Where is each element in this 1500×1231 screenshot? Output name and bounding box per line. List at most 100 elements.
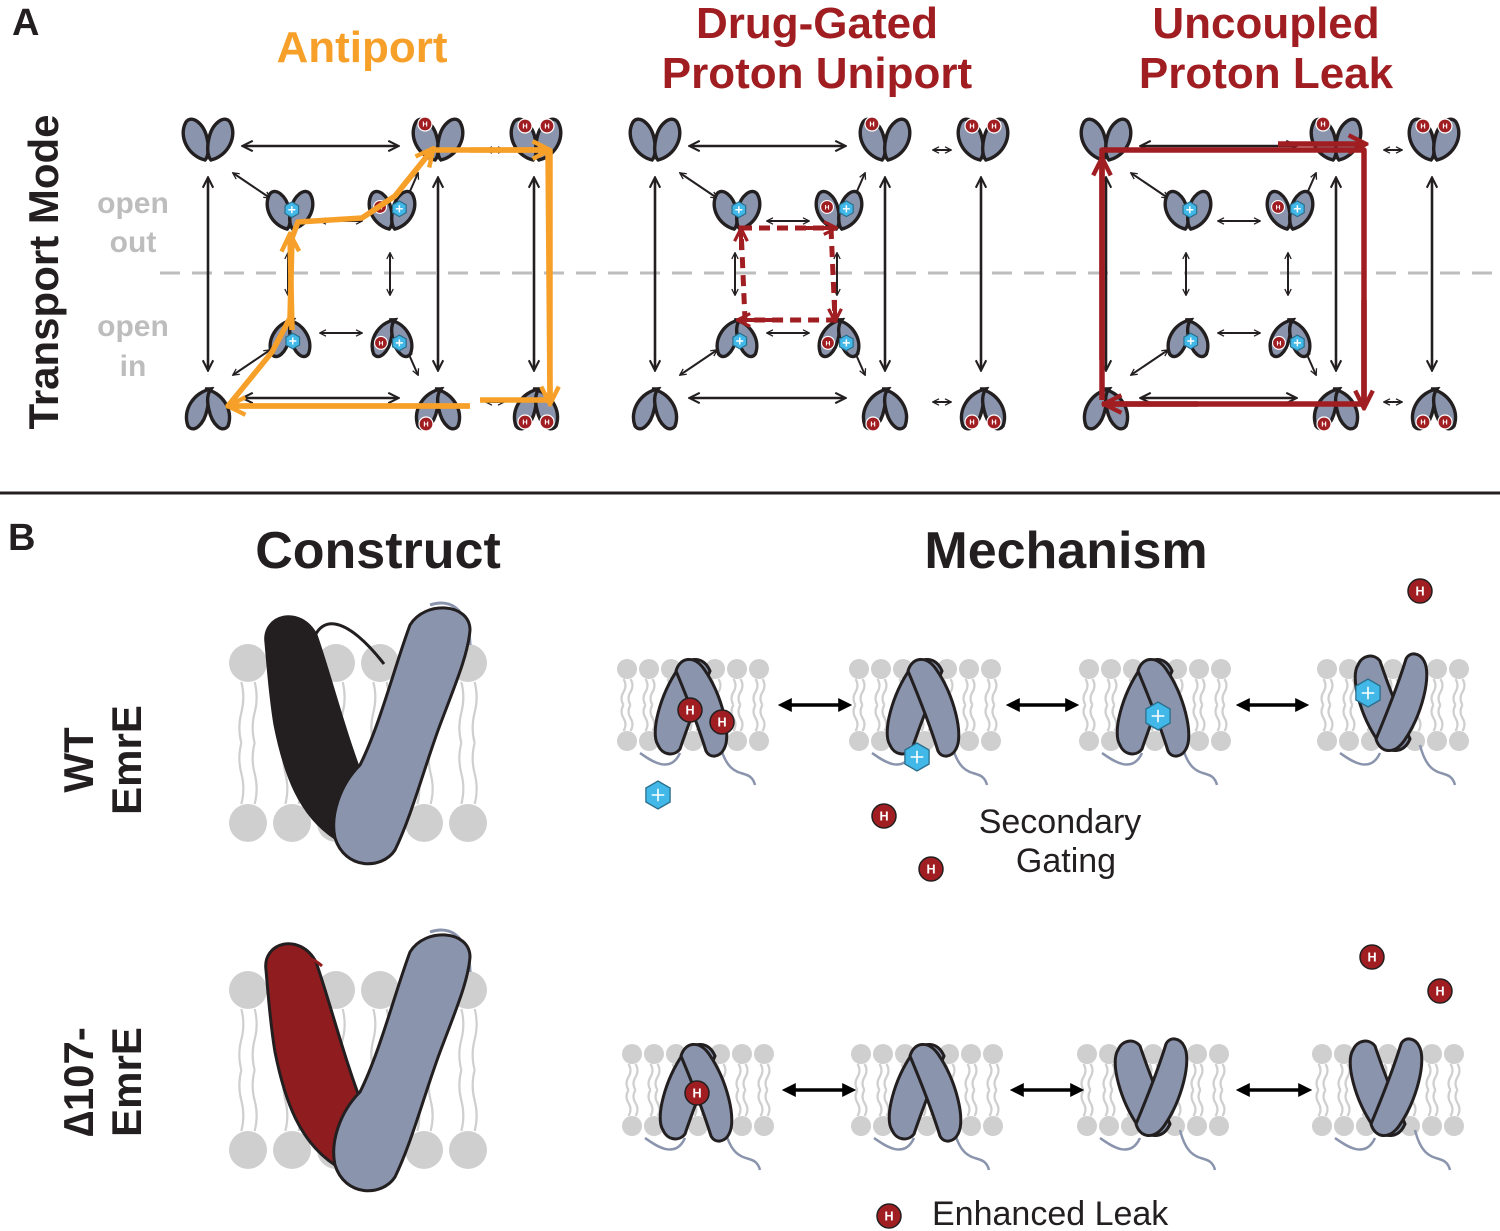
- lipid-tail: [1219, 1063, 1226, 1091]
- state-empty-open-out: [628, 117, 682, 162]
- state-h-drug-open-out: H: [1265, 189, 1315, 231]
- lipid-head-bottom: [1189, 731, 1209, 751]
- proton-icon: H: [517, 118, 533, 134]
- lipid-head-bottom: [273, 804, 311, 842]
- wt-drug-free: [645, 780, 671, 810]
- lipid-tail: [1320, 704, 1327, 732]
- wt-drug-bound-3: [1355, 678, 1381, 708]
- lipid-tail: [1430, 678, 1437, 706]
- lipid-tail: [632, 1089, 639, 1117]
- d107-proton-released-1: H: [1359, 944, 1385, 970]
- lipid-tail: [1190, 1063, 1197, 1091]
- proton-icon: H: [964, 414, 980, 430]
- state-1h-open-in: H: [414, 386, 462, 432]
- lipid-head-bottom: [959, 731, 979, 751]
- lipid-tail: [1111, 678, 1118, 706]
- proton-glyph: H: [1442, 418, 1447, 427]
- lipid-tail: [984, 678, 991, 706]
- lipid-tail: [1425, 1063, 1432, 1091]
- lipid-tail: [642, 678, 649, 706]
- lipid-head-bottom: [1317, 731, 1337, 751]
- proton-glyph: H: [1415, 585, 1424, 599]
- lipid-head-bottom: [449, 1131, 487, 1169]
- mechanism-row-1: [622, 1037, 1464, 1171]
- lipid-head-bottom: [961, 1116, 981, 1136]
- proton-circle: [677, 697, 703, 723]
- proton-circle: [1315, 116, 1331, 132]
- panel-a-label: A: [12, 2, 39, 44]
- proton-icon: H: [1315, 116, 1331, 132]
- lipid-tail: [1212, 1063, 1219, 1091]
- lipid-tail: [1437, 678, 1444, 706]
- lipid-tail: [471, 681, 478, 744]
- lipid-head-bottom: [229, 1131, 267, 1169]
- lipid-tail: [757, 1089, 764, 1117]
- proton-glyph: H: [522, 418, 527, 427]
- lipid-head-bottom: [1339, 731, 1359, 751]
- lipid-tail: [1199, 678, 1206, 706]
- lipid-head-top: [732, 1044, 752, 1064]
- monomer-b: [204, 387, 232, 431]
- monomer-b: [882, 117, 912, 162]
- lipid-head-bottom: [1312, 1116, 1332, 1136]
- drug-plus: [910, 750, 924, 764]
- mech-dimer-1: [885, 658, 961, 758]
- lipid-tail: [861, 1063, 868, 1091]
- drug-plus: [735, 206, 743, 214]
- monomer-b: [652, 117, 682, 162]
- row-wt-line1: WT: [55, 727, 102, 793]
- proton-glyph: H: [969, 418, 974, 427]
- proton-circle: [539, 414, 555, 430]
- lipid-head-bottom: [1077, 1116, 1097, 1136]
- monomer-b: [1333, 117, 1363, 162]
- state-1h-open-in: H: [1312, 386, 1360, 432]
- proton-circle: [918, 856, 944, 882]
- proton-circle: [876, 1203, 902, 1229]
- lipid-tail: [1454, 1089, 1461, 1117]
- lipid-head-bottom: [983, 1116, 1003, 1136]
- lipid-head-bottom: [1099, 1116, 1119, 1136]
- mech-monomer-b: [1134, 1037, 1189, 1137]
- state-h-drug-open-in: H: [370, 317, 414, 359]
- mech-dimer-3: [1348, 1037, 1424, 1137]
- proton-icon: H: [1316, 416, 1332, 432]
- row-wt-line2: EmrE: [103, 705, 150, 815]
- drug-icon: [732, 332, 748, 350]
- construct-wt: [229, 601, 487, 866]
- lipid-tail: [647, 1063, 654, 1091]
- proton-circle: [986, 414, 1002, 430]
- lipid-tail: [759, 704, 766, 732]
- proton-circle: [1415, 414, 1431, 430]
- lipid-head-bottom: [981, 731, 1001, 751]
- lipid-tail: [1219, 1089, 1226, 1117]
- lipid-head-bottom: [617, 731, 637, 751]
- proton-glyph: H: [870, 420, 875, 429]
- lipid-tail: [964, 1063, 971, 1091]
- lipid-head-top: [1077, 1044, 1097, 1064]
- lipid-tail: [1320, 678, 1327, 706]
- antiport-arrow-segment: [360, 150, 432, 221]
- lipid-head-bottom: [849, 731, 869, 751]
- leak-cycle-path: [1099, 147, 1367, 407]
- arrow-empty-drug-in: [1131, 350, 1168, 375]
- lipid-head-top: [644, 1044, 664, 1064]
- lipid-tail: [764, 1089, 771, 1117]
- lipid-tail: [742, 1063, 749, 1091]
- lipid-tail: [1447, 1063, 1454, 1091]
- lipid-tail: [1104, 704, 1111, 732]
- lipid-head-top: [622, 1044, 642, 1064]
- lipid-head-top: [871, 659, 891, 679]
- lipid-head-bottom: [1444, 1116, 1464, 1136]
- proton-circle: [820, 335, 835, 350]
- state-drug-open-out: [712, 189, 762, 231]
- panel-a: A Transport Mode open out open in Antipo…: [12, 0, 1500, 432]
- lipid-tail: [742, 1089, 749, 1117]
- lipid-head-bottom: [1145, 731, 1165, 751]
- lipid-tail: [238, 681, 245, 744]
- lipid-tail: [1199, 704, 1206, 732]
- construct-helix-gray: [332, 933, 472, 1193]
- d107-proton-released-2: H: [1427, 978, 1453, 1004]
- wt-proton-released: H: [1407, 578, 1433, 604]
